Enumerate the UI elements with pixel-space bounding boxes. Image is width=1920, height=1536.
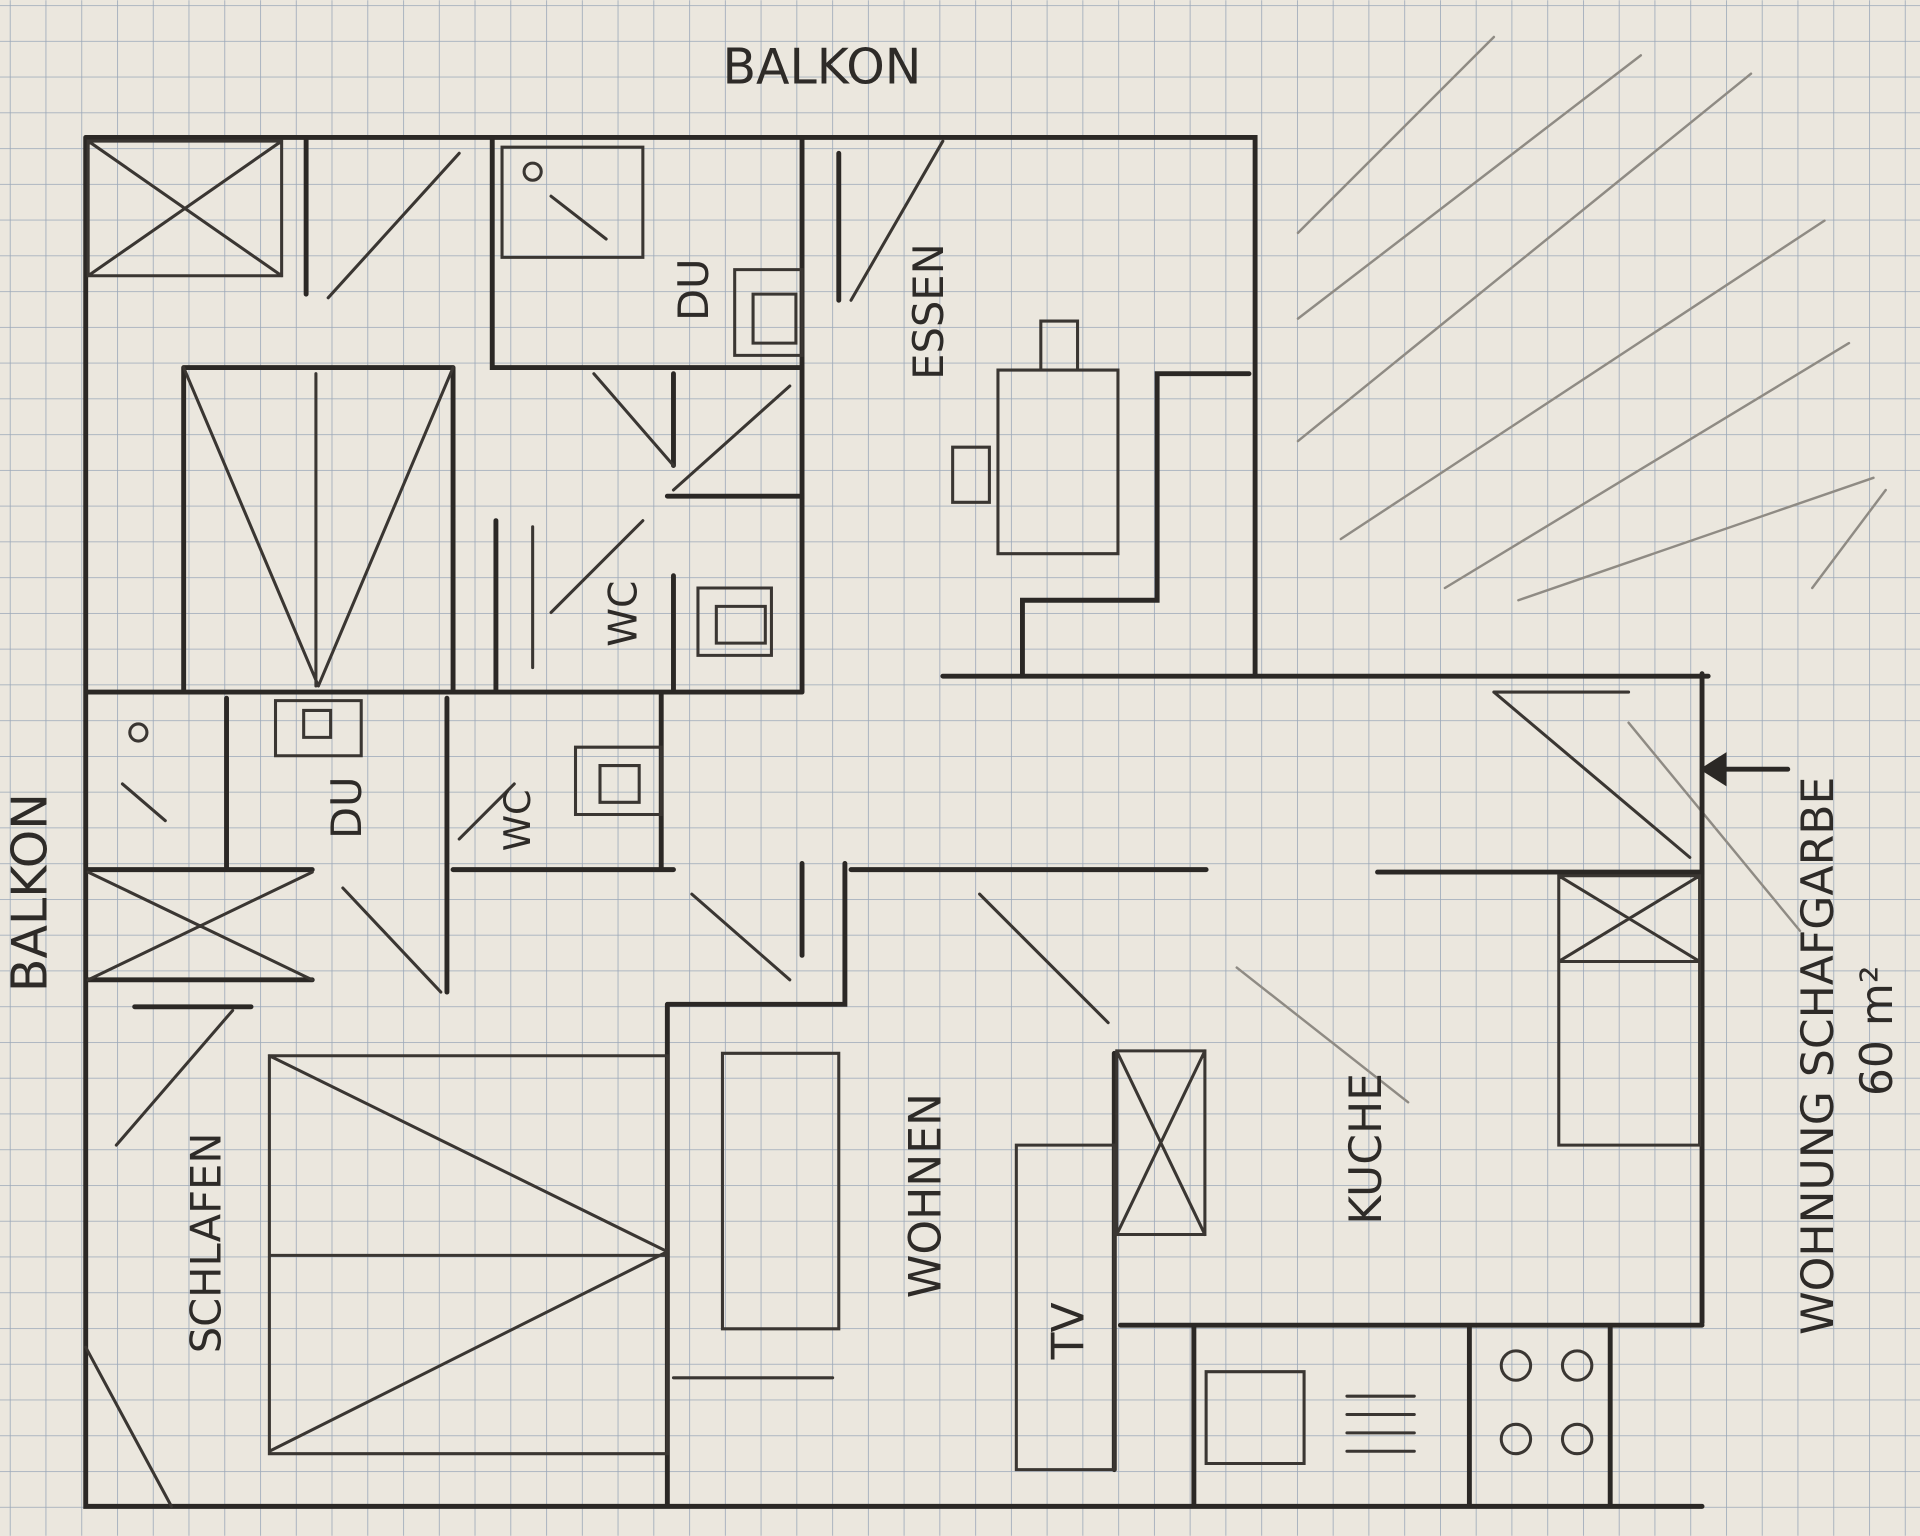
label-kueche: KUCHE <box>1341 1073 1392 1225</box>
sanitary-and-stove-circles <box>128 161 1594 1456</box>
label-balkon-left: BALKON <box>2 793 59 992</box>
label-wohnen: WOHNEN <box>900 1093 951 1298</box>
label-du-2: DU <box>322 776 371 839</box>
plan-area: 60 m² <box>1852 965 1903 1096</box>
label-balkon-top: BALKON <box>722 39 921 96</box>
label-tv: TV <box>1044 1302 1095 1360</box>
label-wc-2: WC <box>496 789 539 851</box>
entrance-arrow-icon <box>1699 752 1791 787</box>
label-essen: ESSEN <box>904 243 953 380</box>
hatched-area <box>1235 35 1887 1104</box>
label-schlafen: SCHLAFEN <box>181 1133 230 1354</box>
furniture <box>84 139 1702 1508</box>
plan-title: WOHNUNG SCHAFGARBE <box>1793 777 1844 1335</box>
label-wc-1: WC <box>602 581 647 647</box>
label-du-1: DU <box>669 259 718 322</box>
